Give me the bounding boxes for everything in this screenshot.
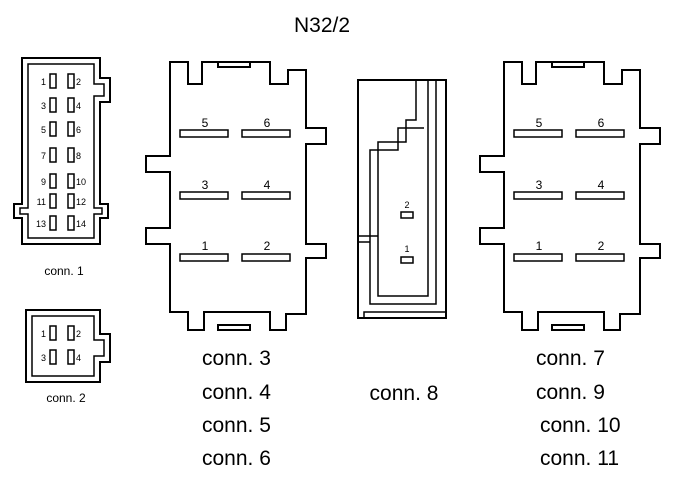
- connector-2-label: conn. 2: [46, 391, 86, 405]
- pin-label: 3: [202, 178, 209, 192]
- pin-label: 2: [598, 239, 605, 253]
- connector-8-pin-labels: 2 1: [404, 200, 409, 254]
- connector-label: conn. 3: [202, 347, 271, 370]
- pin-label: 2: [264, 239, 271, 253]
- connector-8-label: conn. 8: [370, 382, 439, 405]
- pin-label: 5: [41, 125, 46, 135]
- connector-7-11-pin-labels: 5 6 3 4 1 2: [536, 116, 605, 253]
- pin-label: 2: [404, 200, 409, 210]
- connector-8-channels: [358, 80, 446, 318]
- pin-label: 3: [41, 353, 46, 363]
- pin-label: 4: [264, 178, 271, 192]
- pin-label: 6: [598, 116, 605, 130]
- connector-label: conn. 6: [202, 447, 271, 470]
- pin-label: 2: [76, 77, 81, 87]
- pin-label: 5: [536, 116, 543, 130]
- connector-7-11: [479, 61, 661, 331]
- connector-label: conn. 4: [202, 381, 271, 404]
- connector-3-6: [145, 61, 327, 331]
- pin-label: 1: [202, 239, 209, 253]
- connector-2-pin-labels: 1 2 3 4: [41, 329, 81, 363]
- connector-8-pins: [400, 211, 414, 264]
- pin-label: 3: [536, 178, 543, 192]
- connector-label: conn. 9: [536, 381, 605, 404]
- connector-3-6-labels: conn. 3 conn. 4 conn. 5 conn. 6: [202, 347, 271, 470]
- connector-8: [357, 79, 447, 319]
- pin-label: 6: [76, 125, 81, 135]
- diagram-title: N32/2: [294, 14, 350, 37]
- connector-1-pins: [49, 73, 75, 231]
- connector-2: [25, 309, 111, 383]
- connector-3-6-pins: [179, 129, 291, 262]
- pin-label: 5: [202, 116, 209, 130]
- pin-label: 8: [76, 151, 81, 161]
- pin-label: 12: [76, 197, 86, 207]
- pin-label: 9: [41, 177, 46, 187]
- connector-label: conn. 11: [540, 447, 619, 470]
- pin-label: 6: [264, 116, 271, 130]
- pin-label: 14: [76, 219, 86, 229]
- connector-2-pins: [49, 325, 75, 365]
- pin-label: 1: [536, 239, 543, 253]
- pin-label: 4: [598, 178, 605, 192]
- pin-label: 2: [76, 329, 81, 339]
- connector-1-label: conn. 1: [44, 264, 84, 278]
- connector-label: conn. 7: [536, 347, 605, 370]
- connector-1-pin-labels: 1 2 3 4 5 6 7 8 9 10 11 12 13 14: [36, 77, 86, 229]
- pin-label: 1: [41, 329, 46, 339]
- pin-label: 4: [76, 353, 81, 363]
- connector-label: conn. 5: [202, 414, 271, 437]
- pin-label: 1: [404, 244, 409, 254]
- connector-1: [13, 57, 111, 245]
- connector-7-11-labels: conn. 7 conn. 9 conn. 10 conn. 11: [536, 347, 621, 470]
- pin-label: 3: [41, 101, 46, 111]
- connector-label: conn. 10: [540, 414, 621, 437]
- pin-label: 1: [41, 77, 46, 87]
- pin-label: 4: [76, 101, 81, 111]
- pin-label: 7: [41, 151, 46, 161]
- connector-3-6-pin-labels: 5 6 3 4 1 2: [202, 116, 271, 253]
- pin-label: 10: [76, 177, 86, 187]
- pin-label: 13: [36, 219, 46, 229]
- connector-7-11-pins: [513, 129, 625, 262]
- pin-label: 11: [37, 197, 46, 207]
